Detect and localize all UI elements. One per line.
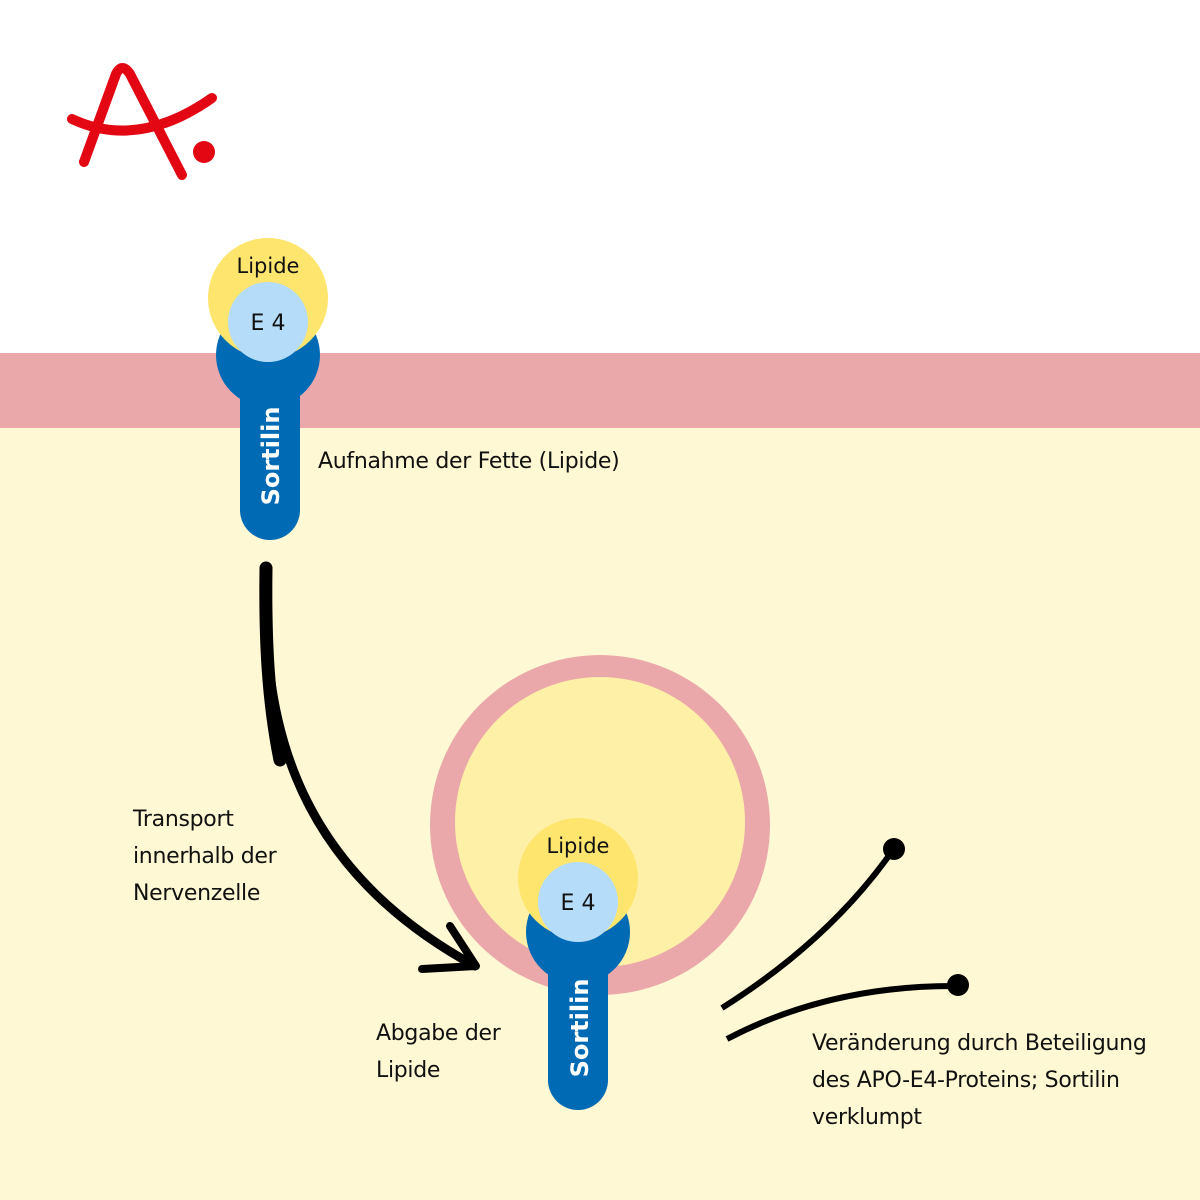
letter-a-logo-icon — [67, 63, 217, 180]
apoe4-label-top: E 4 — [251, 311, 286, 336]
lipid-label-top: Lipide — [237, 254, 300, 278]
receptor-top: Sortilin Lipide E 4 — [208, 238, 328, 540]
transport-label: Transport innerhalb der Nervenzelle — [133, 807, 277, 906]
apoe4-protein-bottom — [538, 862, 618, 942]
sortilin-label-bottom: Sortilin — [566, 979, 594, 1078]
uptake-label: Aufnahme der Fette (Lipide) — [318, 449, 620, 474]
transport-arrow — [259, 561, 480, 973]
release-label: Abgabe der Lipide — [376, 1021, 501, 1083]
clump-line-upper — [720, 848, 896, 1011]
change-label: Veränderung durch Beteiligung des APO-E4… — [812, 1031, 1147, 1130]
clumping-indicator — [720, 848, 959, 1042]
clump-line-lower — [725, 982, 959, 1042]
extracellular-space — [0, 0, 1200, 353]
sortilin-label-top: Sortilin — [257, 407, 285, 506]
apoe4-protein-top — [228, 282, 308, 362]
lipid-label-bottom: Lipide — [547, 834, 610, 858]
clump-end-dot-lower — [947, 974, 969, 996]
clump-end-dot-upper — [883, 838, 905, 860]
cell-membrane — [0, 353, 1200, 428]
receptor-bottom: Sortilin Lipide E 4 — [518, 818, 638, 1110]
apoe4-label-bottom: E 4 — [561, 891, 596, 916]
